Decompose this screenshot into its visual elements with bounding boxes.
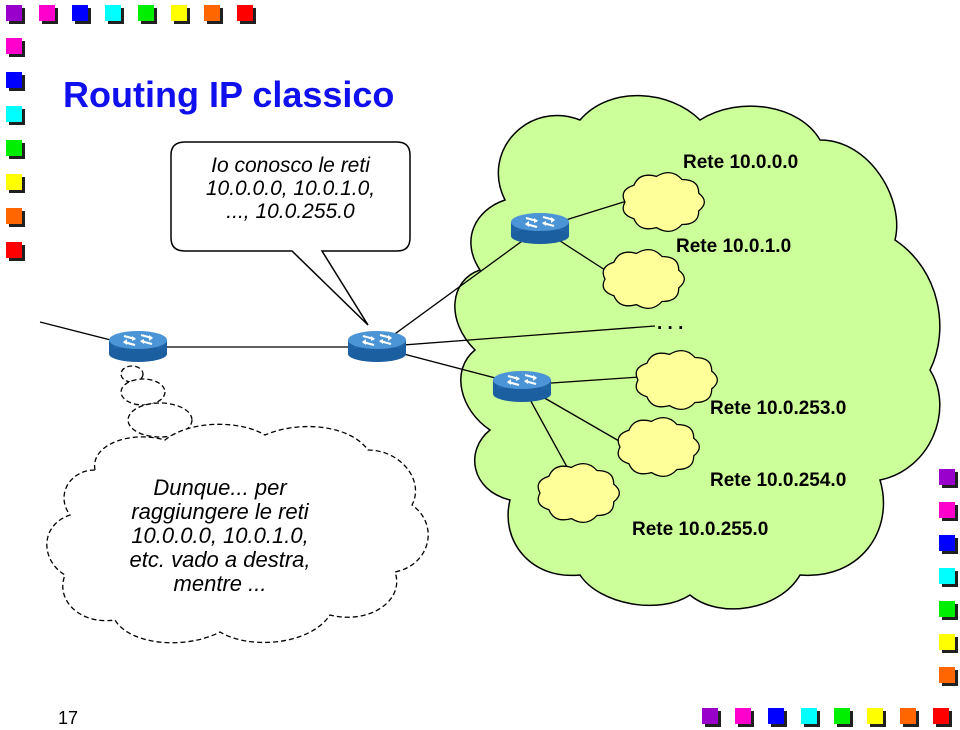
thought-bubble-text: Dunque... per raggiungere le reti 10.0.0… (85, 476, 355, 596)
lan-net-255 (537, 463, 620, 523)
network-label-0: Rete 10.0.0.0 (683, 152, 799, 173)
decorative-square (867, 708, 886, 727)
speech-bubble-text: Io conosco le reti 10.0.0.0, 10.0.1.0, .… (171, 154, 410, 223)
decorative-square (6, 208, 25, 227)
lan-net-1 (602, 249, 685, 309)
speech-bubble (170, 141, 411, 326)
lan-net-0 (622, 172, 705, 232)
decorative-square (939, 535, 958, 554)
router-center (346, 329, 408, 364)
slide-title: Routing IP classico (63, 74, 395, 115)
decorative-square (939, 634, 958, 653)
thought-line: 10.0.0.0, 10.0.1.0, (131, 523, 309, 548)
slide-number: 17 (58, 708, 79, 728)
lan-net-253 (635, 350, 718, 410)
decorative-square (6, 106, 25, 125)
decorative-square (171, 5, 190, 24)
decorative-square (105, 5, 124, 24)
network-label-1: Rete 10.0.1.0 (676, 236, 792, 257)
thought-line: raggiungere le reti (131, 499, 309, 524)
decorative-square (900, 708, 919, 727)
router-bottom (491, 369, 553, 404)
decorative-square (6, 140, 25, 159)
network-label-254: Rete 10.0.254.0 (710, 470, 847, 491)
speech-line: Io conosco le reti (211, 154, 370, 177)
decorative-square (933, 708, 952, 727)
thought-line: etc. vado a destra, (129, 547, 311, 572)
lan-net-254 (617, 417, 700, 477)
decorative-square (939, 667, 958, 686)
thought-line: Dunque... per (153, 475, 287, 500)
decorative-square (6, 72, 25, 91)
decorative-square (768, 708, 787, 727)
decorative-square (939, 601, 958, 620)
thought-bubble (46, 365, 429, 644)
decorative-square (6, 5, 25, 24)
decorative-square (6, 174, 25, 193)
decorative-square (39, 5, 58, 24)
speech-line: 10.0.0.0, 10.0.1.0, (205, 177, 376, 200)
router-top (509, 211, 571, 246)
decorative-square (735, 708, 754, 727)
network-label-255: Rete 10.0.255.0 (632, 519, 769, 540)
decorative-square (6, 38, 25, 57)
speech-line: ..., 10.0.255.0 (226, 200, 355, 223)
decorative-square (138, 5, 157, 24)
decorative-square (801, 708, 820, 727)
decorative-square (939, 502, 958, 521)
decorative-square (204, 5, 223, 24)
decorative-square (939, 568, 958, 587)
decorative-square (702, 708, 721, 727)
decorative-square (72, 5, 91, 24)
router-left (107, 329, 169, 364)
decorative-square (939, 469, 958, 488)
decorative-square (6, 242, 25, 261)
network-label-253: Rete 10.0.253.0 (710, 398, 847, 419)
thought-line: mentre ... (173, 571, 267, 596)
decorative-square (237, 5, 256, 24)
decorative-square (834, 708, 853, 727)
ellipsis-label: . . . (657, 313, 684, 334)
